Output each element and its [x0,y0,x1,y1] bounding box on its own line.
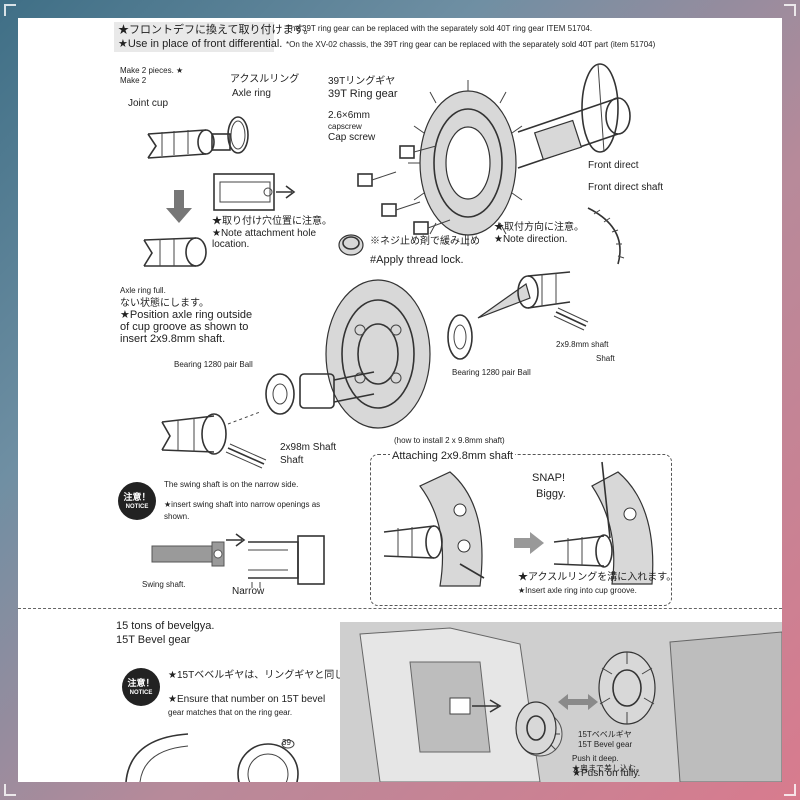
ring-gear-label: 39T Ring gear [328,88,398,100]
front-direct-label: Front direct [588,160,639,171]
axle-ring-icon [227,116,249,154]
ring-gear-39t-drawing [408,80,523,246]
install-title-2: Attaching 2x9.8mm shaft [390,450,516,463]
thread-lock-note: #Apply thread lock. [370,254,464,266]
bevel-note-jp: ★15Tベベルギヤは、リングギヤと同じ [168,670,345,681]
notice-badge-bevel-en: NOTICE [129,690,153,696]
cap-screw-label-1: capscrew [328,122,362,131]
bearing-right-drawing [447,314,473,360]
biggy-label: Biggy. [536,488,566,500]
header-line-en: ★Use in place of front differential. [118,38,283,50]
insert-axle-note: ★Insert axle ring into cup groove. [518,586,637,595]
bevel-note-2: gear matches that on the ring gear. [168,708,293,717]
notice-badge-en: NOTICE [125,504,149,510]
differential-shaft-drawing [265,371,375,415]
bearing-right-label: Bearing 1280 pair Ball [452,368,531,377]
attach-note-jp: ★取り付け穴位置に注意。 [212,216,332,227]
joint-cup-drawing-1 [147,129,231,159]
pin-shaft-left-drawing [225,443,267,469]
frame-corner-br [784,784,796,796]
right-arrow-icon [514,532,544,554]
section-divider [18,608,782,609]
notice-badge-bevel: 注意！ NOTICE [122,668,160,706]
swing-note-1: The swing shaft is on the narrow side. [164,480,299,489]
front-direct-shaft-drawing [517,63,631,169]
joint-cup-left-drawing [161,411,261,455]
narrow-label: Narrow [232,586,265,597]
snap-label: SNAP! [532,472,566,484]
push-note-2: ★Push on fully. [572,768,641,779]
cap-screw-label-2: Cap screw [328,132,376,143]
bevel-title-1: 15 tons of bevelgya. [116,620,215,632]
position-note-2: of cup groove as shown to [120,321,249,333]
swing-shaft-label: Swing shaft. [142,580,186,589]
push-note-1: Push it deep. [572,754,619,763]
bevel-part-jp: 15Tベベルギヤ [578,730,632,739]
attach-note-en-1: ★Note attachment hole [212,228,317,239]
note-line-1: The 39T ring gear can be replaced with t… [286,24,593,33]
install-detail-box [370,454,672,606]
joint-cup-side-view [213,173,296,211]
bevel-note-1: ★Ensure that number on 15T bevel [168,694,326,705]
install-title-1: (how to install 2 x 9.8mm shaft) [394,436,505,445]
gearbox-housing-drawing [359,627,782,782]
swing-note-2: ★insert swing shaft into narrow openings… [164,500,321,509]
axle-ring-label: Axle ring [232,88,271,99]
cap-screws-drawing [357,145,451,235]
attach-note-en-2: location. [212,239,250,250]
shaft-right-label-2: Shaft [596,354,615,363]
notice-badge-bevel-jp: 注意！ [127,678,155,688]
thread-lock-jp: ※ネジ止め剤で緩み止め [370,236,480,247]
shaft-right-label-1: 2x9.8mm shaft [556,340,609,349]
ring-gear-jp-label: 39Tリングギヤ [328,76,396,87]
frame-corner-bl [4,784,16,796]
shaft-left-label-2: Shaft [280,455,304,466]
swing-shaft-drawing [151,533,325,588]
position-note-3: insert 2x9.8mm shaft. [120,333,226,345]
notice-badge-jp: 注意！ [123,492,151,502]
joint-cup-label: Joint cup [128,98,169,109]
bevel-title-2: 15T Bevel gear [116,634,191,646]
screw-size-label: 2.6×6mm [328,110,370,121]
frame-corner-tr [784,4,796,16]
ring-gear-assembly-drawing [325,279,431,429]
direction-note-jp: ★取付方向に注意。 [494,222,584,233]
push-note-jp: ★奥まで差し込む。 [572,764,644,773]
joint-cup-right-drawing [517,271,571,309]
gearbox-photo [340,622,782,782]
down-arrow-icon [166,190,192,223]
header-line-jp: ★フロントデフに換えて取り付けます。 [118,24,315,36]
make-2-label-b: Make 2 [120,76,147,85]
position-note-1: ★Position axle ring outside [120,309,253,321]
header-box [114,22,274,52]
direction-note: ★Note direction. [494,234,568,245]
ring-gear-number-drawing [125,733,299,782]
bearing-left-label: Bearing 1280 pair Ball [174,360,253,369]
note-line-2: *On the XV-02 chassis, the 39T ring gear… [286,40,656,49]
joint-cup-drawing-2 [143,237,207,267]
swap-arrows-icon [558,694,598,710]
make-2-label-a: Make 2 pieces. ★ [120,66,184,75]
gear-partial-right [587,207,625,265]
notice-badge-swing: 注意！ NOTICE [118,482,156,520]
thread-lock-bottle-icon [338,234,364,256]
front-direct-shaft-label: Front direct shaft [588,182,664,193]
insert-axle-jp: ★アクスルリングを溝に入れます。 [518,572,677,583]
axle-full-label: Axle ring full. [120,286,166,295]
axle-ring-jp-label: アクスルリング [230,74,300,85]
shaft-left-label-1: 2x98m Shaft [280,442,337,453]
pin-shaft-right-drawing [553,307,589,331]
axle-state-jp: ない状態にします。 [120,298,209,309]
cone-tool-drawing [477,283,531,319]
gear-number-mark: 39 [282,738,291,747]
swing-note-3: shown. [164,512,190,521]
install-gear-right-drawing [553,461,654,585]
frame-corner-tl [4,4,16,16]
bevel-gear-15t-drawing [598,651,656,725]
install-gear-left-drawing [383,471,485,587]
bevel-gear-small-drawing [515,701,557,755]
bevel-part-en: 15T Bevel gear [578,740,633,749]
manual-page: ★フロントデフに換えて取り付けます。 ★Use in place of fron… [18,18,782,782]
